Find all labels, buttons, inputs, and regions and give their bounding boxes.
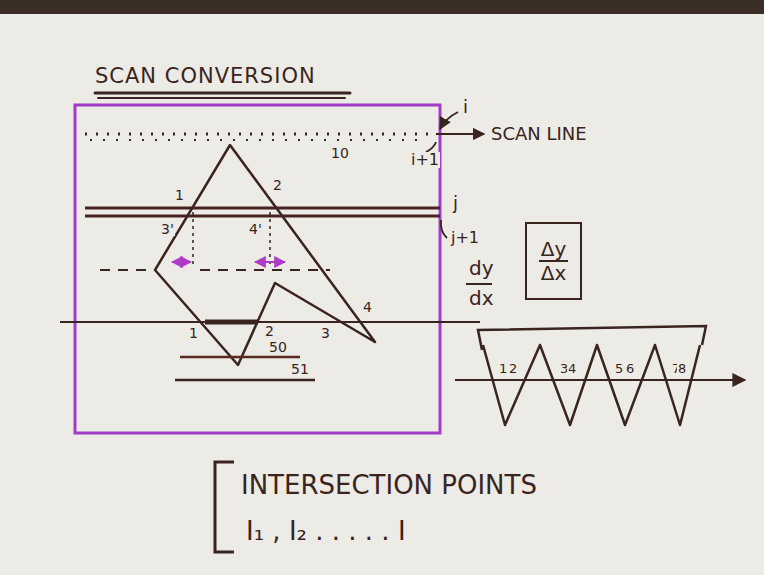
increment-arrow [255, 261, 285, 263]
span [205, 320, 258, 325]
node-text: Δy [539, 238, 569, 262]
zigzag-polygon [483, 345, 700, 425]
projection [269, 212, 271, 268]
title-underline [98, 97, 345, 99]
zigzag-frame [478, 326, 706, 350]
label-text: 4 [362, 300, 373, 314]
label-text: 2 [508, 362, 518, 375]
pointer [436, 133, 484, 135]
scan-line-51 [175, 379, 315, 382]
scan-axis [455, 379, 745, 381]
label-text: dx [468, 288, 495, 308]
pointer [440, 112, 458, 129]
label-text: j+1 [450, 230, 480, 246]
scan-line [60, 321, 480, 323]
label-text: i [462, 98, 469, 116]
scan-line-dots [85, 133, 432, 136]
formula-box: ΔyΔx [525, 222, 582, 300]
label-text: i+1 [410, 152, 440, 168]
label-text: 50 [268, 340, 288, 354]
label-text: 2 [272, 178, 283, 192]
label-text: SCAN LINE [490, 125, 588, 143]
projection [192, 212, 194, 268]
scan-line-j [85, 207, 440, 210]
pointer [426, 142, 436, 152]
title: SCAN CONVERSION [95, 66, 316, 87]
label-text: 3 [320, 326, 331, 340]
label-text: 1 [498, 362, 508, 375]
label-text: 2 [264, 324, 275, 338]
scan-line-j1 [85, 215, 440, 218]
label-text: 1 [174, 188, 185, 202]
increment-arrow [172, 261, 191, 263]
scan-line-50 [180, 356, 300, 359]
fraction-bar [466, 283, 492, 285]
label-text: dy [468, 258, 495, 278]
note-text: INTERSECTION POINTS [240, 472, 538, 498]
board-edge [0, 0, 764, 14]
label-text: 6 [625, 362, 635, 375]
label-text: 4 [567, 362, 577, 375]
label-text: 1 [188, 326, 199, 340]
label-text: 8 [677, 362, 687, 375]
label-text: 5 [614, 362, 624, 375]
label-text: 4' [248, 222, 263, 236]
dashed-line [200, 269, 330, 271]
bracket [215, 462, 234, 552]
label-text: j [452, 194, 459, 212]
label-text: 3' [160, 222, 175, 236]
scan-line-dots [90, 139, 428, 141]
pointer [441, 220, 447, 238]
dashed-line [100, 269, 150, 271]
node-text: Δx [539, 262, 569, 284]
screen-frame [75, 105, 440, 433]
title-underline [95, 92, 350, 95]
label-text: 51 [290, 362, 310, 376]
label-text: 10 [330, 146, 350, 160]
polygon [155, 145, 375, 365]
note-text: I₁ , I₂ . . . . . I [245, 518, 407, 544]
